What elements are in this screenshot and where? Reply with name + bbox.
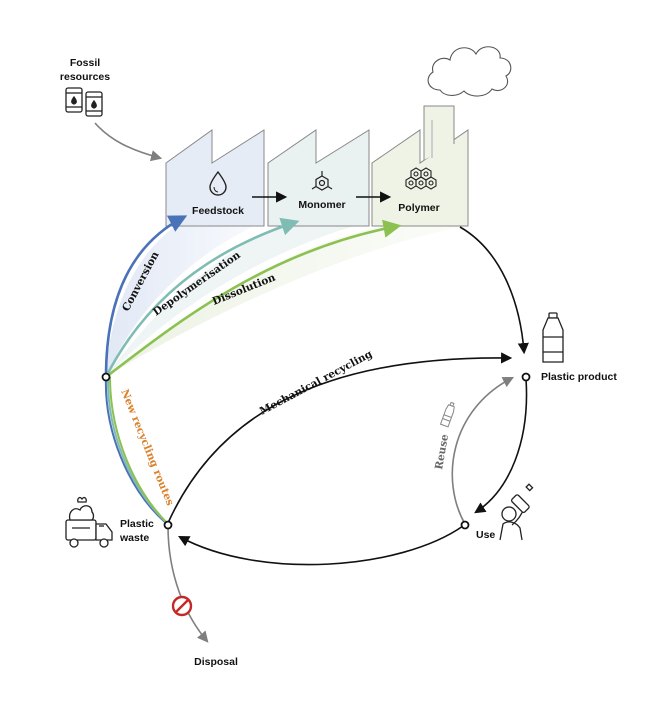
conversion-fan (106, 221, 265, 377)
plastic-bottle-icon (542, 312, 564, 363)
plastic-waste-label-line1: Plastic (120, 518, 154, 530)
polymer-to-product-arrow (459, 226, 529, 355)
feedstock-label: Feedstock (192, 205, 244, 217)
plastic-waste-label-line2: waste (119, 532, 149, 544)
droplet-icon (209, 170, 227, 196)
fossil-label-line1: Fossil (70, 57, 100, 69)
garbage-truck-icon (65, 496, 113, 548)
reuse-arrow (451, 376, 514, 525)
person-drinking-icon (499, 483, 534, 541)
monomer-label: Monomer (298, 199, 345, 211)
use-label: Use (476, 529, 495, 541)
use-node (460, 520, 470, 530)
plastic-product-node (521, 372, 531, 382)
waste-to-disposal-arrow (167, 525, 209, 643)
molecule-icon (311, 171, 333, 191)
cloud-icon (427, 46, 512, 97)
new-recycling-routes-label: New recycling routes (118, 388, 176, 508)
use-to-waste-arrow (178, 525, 464, 566)
dissolution-route (105, 219, 402, 379)
new-routes-teal (106, 376, 168, 524)
feedstock-factory (165, 129, 265, 227)
conversion-route (104, 215, 188, 378)
new-routes-green (109, 376, 169, 525)
no-entry-icon (171, 595, 193, 617)
reuse-label: Reuse (433, 433, 451, 470)
polymer-rings-icon (405, 167, 437, 190)
new-routes-blue (104, 376, 167, 524)
mechanical-recycling-arrow (167, 352, 513, 524)
hub-node (101, 372, 111, 382)
product-to-use-arrow (474, 378, 528, 514)
disposal-label: Disposal (194, 656, 238, 668)
bottle-small-icon (439, 401, 455, 428)
depolymerisation-fan (106, 221, 372, 377)
fossil-to-feedstock-arrow (94, 122, 163, 162)
polymer-label: Polymer (398, 202, 439, 214)
fossil-label-line2: resources (60, 71, 110, 83)
oil-barrels-icon (65, 87, 103, 117)
mechanical-recycling-label: Mechanical recycling (258, 348, 375, 418)
plastic-waste-node (163, 520, 173, 530)
depolymerisation-route (104, 217, 300, 378)
plastic-product-label: Plastic product (541, 371, 617, 383)
